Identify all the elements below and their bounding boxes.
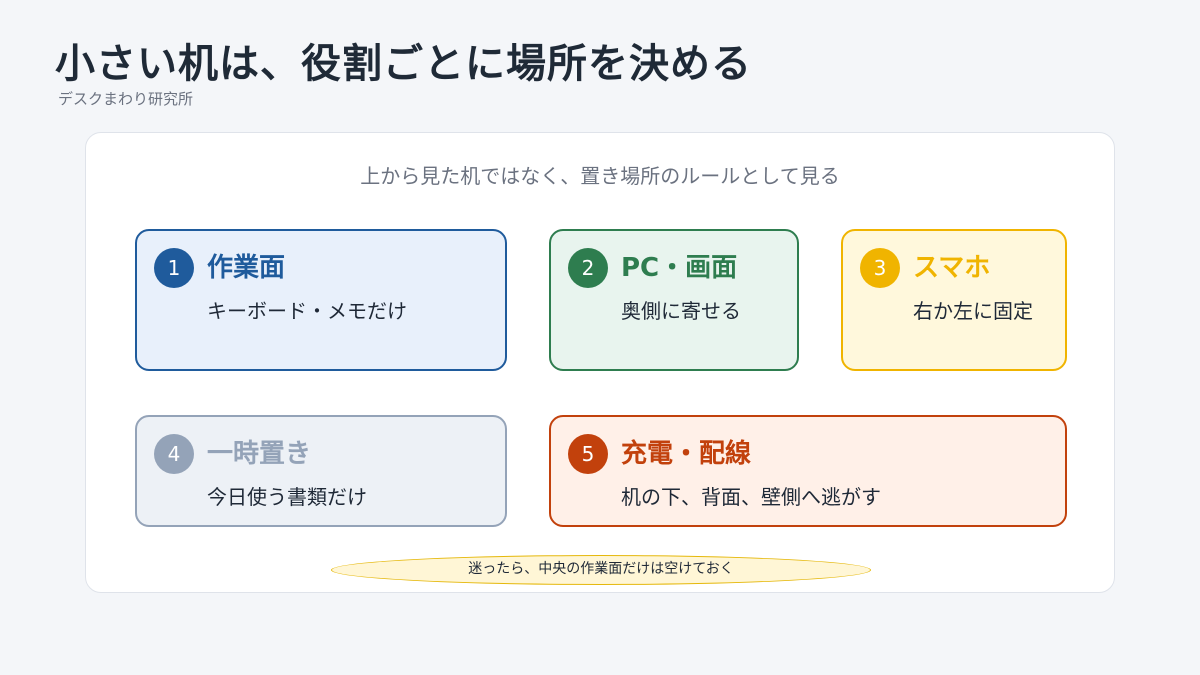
zone-card-charging-cables: 5 充電・配線 机の下、背面、壁側へ逃がす [549,415,1067,527]
zone-card-temporary-storage: 4 一時置き 今日使う書類だけ [135,415,507,527]
desk-zone-panel: 上から見た机ではなく、置き場所のルールとして見る 1 作業面 キーボード・メモだ… [85,132,1115,593]
zone-card-pc-screen: 2 PC・画面 奥側に寄せる [549,229,799,371]
zone-card-smartphone: 3 スマホ 右か左に固定 [841,229,1067,371]
zone-title: 充電・配線 [621,439,752,469]
panel-subtitle: 上から見た机ではなく、置き場所のルールとして見る [360,164,840,188]
zone-number-badge: 5 [568,434,608,474]
zone-description: 右か左に固定 [913,299,1033,323]
page-title: 小さい机は、役割ごとに場所を決める [55,41,752,87]
zone-number-badge: 2 [568,248,608,288]
zone-card-work-surface: 1 作業面 キーボード・メモだけ [135,229,507,371]
zone-number-badge: 4 [154,434,194,474]
tip-note: 迷ったら、中央の作業面だけは空けておく [331,555,871,585]
zone-number-badge: 3 [860,248,900,288]
zone-number-badge: 1 [154,248,194,288]
brand-name: デスクまわり研究所 [58,90,194,108]
zone-title: PC・画面 [621,253,738,283]
zone-description: キーボード・メモだけ [207,299,407,323]
zone-description: 奥側に寄せる [621,299,741,323]
zone-title: 作業面 [207,253,286,283]
zone-description: 今日使う書類だけ [207,485,367,509]
zone-title: スマホ [913,253,991,283]
zone-description: 机の下、背面、壁側へ逃がす [621,485,881,509]
zone-title: 一時置き [207,439,312,469]
